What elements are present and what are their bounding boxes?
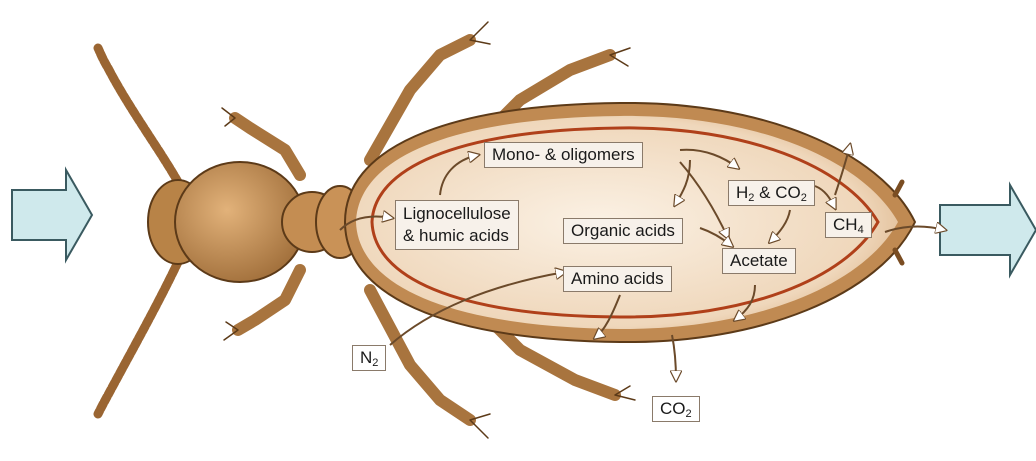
h2-base: H (736, 183, 748, 202)
label-acetate: Acetate (722, 248, 796, 274)
antenna-lower (98, 262, 178, 414)
ch4-subscript: 4 (858, 224, 864, 236)
label-mono-oligomers: Mono- & oligomers (484, 142, 643, 168)
label-n2: N2 (352, 345, 386, 371)
co2-out-subscript: 2 (686, 408, 692, 420)
ch4-base: CH (833, 215, 858, 234)
n2-subscript: 2 (372, 357, 378, 369)
amino-acids-text: Amino acids (571, 269, 664, 288)
acetate-text: Acetate (730, 251, 788, 270)
h2-co2-mid: & CO (754, 183, 800, 202)
n2-base: N (360, 348, 372, 367)
arrow-co2-out (672, 335, 676, 380)
label-lignocellulose: Lignocellulose & humic acids (395, 200, 519, 250)
label-co2-out: CO2 (652, 396, 700, 422)
antenna-upper (98, 48, 178, 182)
label-ch4: CH4 (825, 212, 872, 238)
output-flow-arrow (940, 185, 1036, 275)
co2-subscript: 2 (801, 192, 807, 204)
label-organic-acids: Organic acids (563, 218, 683, 244)
mono-oligomers-text: Mono- & oligomers (492, 145, 635, 164)
lignocellulose-line1: Lignocellulose (403, 203, 511, 225)
label-amino-acids: Amino acids (563, 266, 672, 292)
label-h2-co2: H2 & CO2 (728, 180, 815, 206)
lignocellulose-line2: & humic acids (403, 225, 511, 247)
organic-acids-text: Organic acids (571, 221, 675, 240)
input-flow-arrow (12, 170, 92, 260)
co2-base: CO (660, 399, 686, 418)
